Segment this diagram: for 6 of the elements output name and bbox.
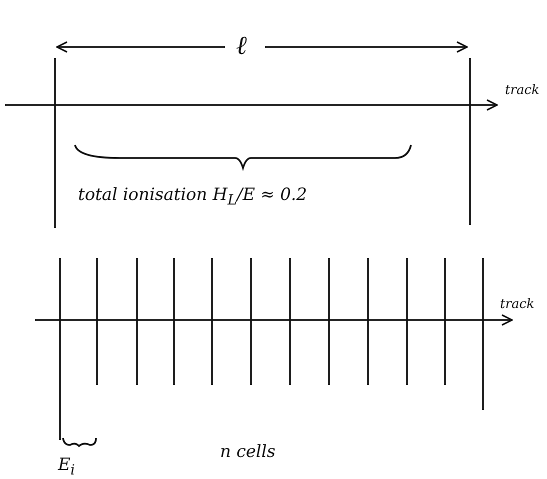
axis-label: track bbox=[505, 84, 540, 98]
energy-symbol: E$_{i}$ bbox=[58, 456, 75, 479]
annotation: n cells bbox=[220, 443, 276, 462]
axis-label: track bbox=[500, 298, 534, 312]
annotation: total ionisation H$_{L}$/E ≈ 0.2 bbox=[78, 186, 308, 209]
length-symbol: ℓ bbox=[236, 32, 247, 61]
